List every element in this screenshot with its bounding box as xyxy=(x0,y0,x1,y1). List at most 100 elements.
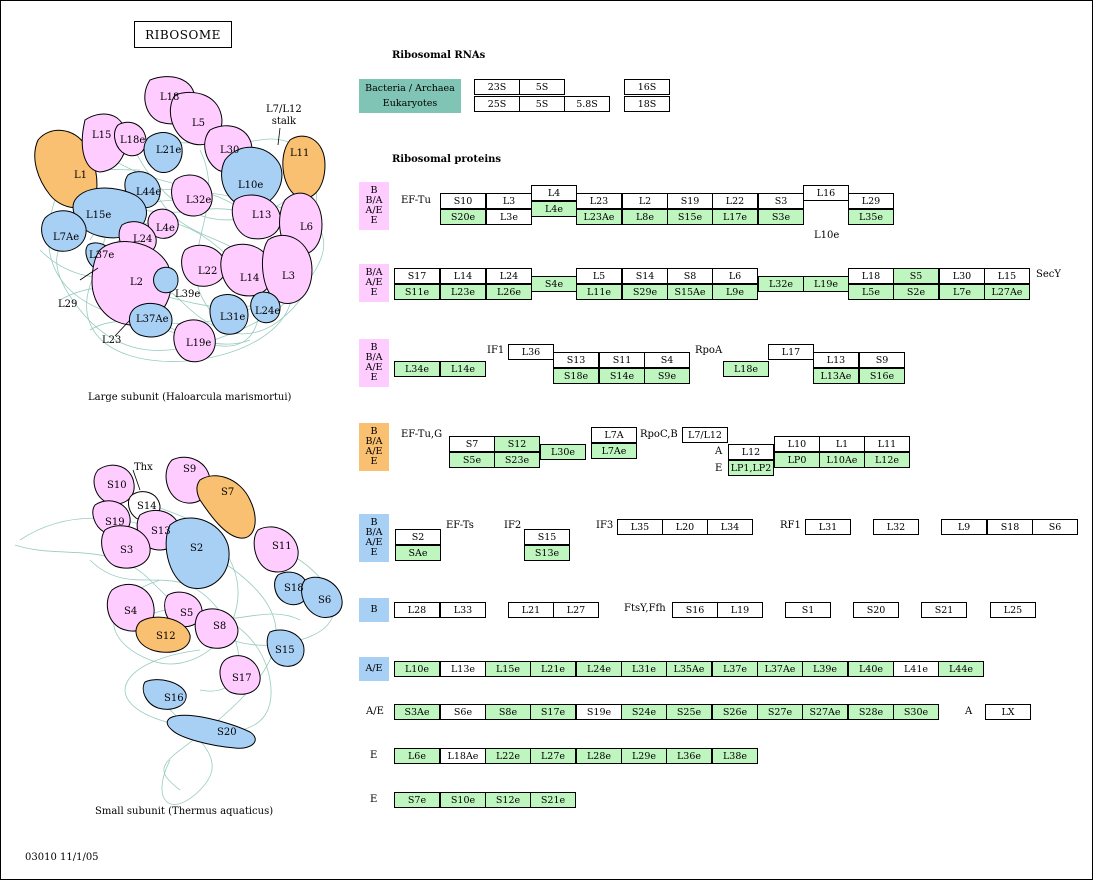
protein-r1-l2[interactable]: L2 xyxy=(622,193,668,209)
protein-r1-l29[interactable]: L29 xyxy=(848,193,894,209)
protein-r4-l7ae[interactable]: L7Ae xyxy=(591,443,637,459)
protein-r1-l23[interactable]: L23 xyxy=(576,193,622,209)
blob-label-s11[interactable]: S11 xyxy=(272,541,292,552)
protein-r1-l8e[interactable]: L8e xyxy=(622,209,668,225)
protein-r3-s9[interactable]: S9 xyxy=(859,352,905,368)
protein-r3-s18e[interactable]: S18e xyxy=(553,368,599,384)
protein-r1-s3[interactable]: S3 xyxy=(758,193,804,209)
protein-r6-s20[interactable]: S20 xyxy=(853,602,899,618)
protein-r8-s8e[interactable]: S8e xyxy=(485,704,531,720)
protein-r2-l5e[interactable]: L5e xyxy=(848,284,894,300)
protein-r2-l18[interactable]: L18 xyxy=(848,268,894,284)
protein-r1-l16[interactable]: L16 xyxy=(803,185,849,201)
protein-r2-l27ae[interactable]: L27Ae xyxy=(984,284,1030,300)
protein-r8-s3ae[interactable]: S3Ae xyxy=(394,704,440,720)
protein-r8-s30e[interactable]: S30e xyxy=(893,704,939,720)
protein-r8-s27e[interactable]: S27e xyxy=(757,704,803,720)
protein-r1-s20e[interactable]: S20e xyxy=(440,209,486,225)
rna-25S[interactable]: 25S xyxy=(474,96,520,112)
protein-r2-l30[interactable]: L30 xyxy=(939,268,985,284)
protein-r3-l13ae[interactable]: L13Ae xyxy=(813,368,859,384)
blob-label-s17[interactable]: S17 xyxy=(232,673,252,684)
protein-r5-s15[interactable]: S15 xyxy=(524,529,570,545)
protein-r2-l23e[interactable]: L23e xyxy=(440,284,486,300)
blob-label-s8[interactable]: S8 xyxy=(213,621,227,632)
protein-r3-l18e[interactable]: L18e xyxy=(723,361,769,377)
protein-r4-s12[interactable]: S12 xyxy=(494,436,540,452)
protein-r4-l10[interactable]: L10 xyxy=(774,436,820,452)
blob-label-s15[interactable]: S15 xyxy=(275,645,295,656)
protein-r4-l12e[interactable]: L12e xyxy=(864,452,910,468)
protein-r2-s4e[interactable]: S4e xyxy=(531,276,577,292)
blob-label-s6[interactable]: S6 xyxy=(318,595,332,606)
protein-r5-s2[interactable]: S2 xyxy=(395,529,441,545)
protein-r7-l37ae[interactable]: L37Ae xyxy=(757,661,803,677)
protein-r2-s8[interactable]: S8 xyxy=(667,268,713,284)
protein-r10-s21e[interactable]: S21e xyxy=(530,792,576,808)
blob-label-l18[interactable]: L18 xyxy=(160,92,180,103)
protein-r1-s3e[interactable]: S3e xyxy=(758,209,804,225)
rna-23S[interactable]: 23S xyxy=(474,79,520,95)
blob-label-s4[interactable]: S4 xyxy=(124,606,138,617)
protein-r2-l19e[interactable]: L19e xyxy=(803,276,849,292)
blob-label-l13[interactable]: L13 xyxy=(252,210,272,221)
protein-r8-s27ae[interactable]: S27Ae xyxy=(802,704,848,720)
protein-r10-s10e[interactable]: S10e xyxy=(440,792,486,808)
blob-label-s3[interactable]: S3 xyxy=(120,545,134,556)
protein-r7-l39e[interactable]: L39e xyxy=(802,661,848,677)
protein-r9-l36e[interactable]: L36e xyxy=(666,748,712,764)
protein-r10-s12e[interactable]: S12e xyxy=(485,792,531,808)
protein-r6-l27[interactable]: L27 xyxy=(553,602,599,618)
protein-r7-l44e[interactable]: L44e xyxy=(938,661,984,677)
protein-r1-l4[interactable]: L4 xyxy=(531,185,577,201)
protein-r3-s13[interactable]: S13 xyxy=(553,352,599,368)
protein-r6-s16[interactable]: S16 xyxy=(672,602,718,618)
protein-r1-s15e[interactable]: S15e xyxy=(667,209,713,225)
protein-r7-l35ae[interactable]: L35Ae xyxy=(666,661,712,677)
protein-r1-l22[interactable]: L22 xyxy=(712,193,758,209)
protein-r5-l20[interactable]: L20 xyxy=(662,519,708,535)
protein-r7-l31e[interactable]: L31e xyxy=(621,661,667,677)
protein-r2-l7e[interactable]: L7e xyxy=(939,284,985,300)
protein-r8-lx[interactable]: LX xyxy=(985,704,1031,720)
protein-r6-s1[interactable]: S1 xyxy=(785,602,831,618)
protein-r7-l13e[interactable]: L13e xyxy=(440,661,486,677)
blob-label-l44e[interactable]: L44e xyxy=(136,187,162,198)
protein-r6-l25[interactable]: L25 xyxy=(990,602,1036,618)
blob-label-s10[interactable]: S10 xyxy=(107,480,127,491)
protein-r9-l18ae[interactable]: L18Ae xyxy=(440,748,486,764)
blob-label-l24[interactable]: L24 xyxy=(133,234,153,245)
protein-r2-s14[interactable]: S14 xyxy=(622,268,668,284)
blob-label-l2[interactable]: L2 xyxy=(130,277,144,288)
protein-r4-l1[interactable]: L1 xyxy=(819,436,865,452)
blob-label-l37ae[interactable]: L37Ae xyxy=(136,314,169,325)
protein-r4-l30e[interactable]: L30e xyxy=(540,444,586,460)
protein-r5-s13e[interactable]: S13e xyxy=(524,545,570,561)
blob-label-l39e[interactable]: L39e xyxy=(175,289,201,300)
protein-r2-s5[interactable]: S5 xyxy=(893,268,939,284)
blob-label-l15[interactable]: L15 xyxy=(92,130,112,141)
protein-r1-l23ae[interactable]: L23Ae xyxy=(576,209,622,225)
protein-r6-l19[interactable]: L19 xyxy=(717,602,763,618)
protein-r3-l14e[interactable]: L14e xyxy=(440,361,486,377)
protein-r7-l10e[interactable]: L10e xyxy=(394,661,440,677)
protein-r6-l21[interactable]: L21 xyxy=(508,602,554,618)
protein-r8-s24e[interactable]: S24e xyxy=(621,704,667,720)
blob-label-l5[interactable]: L5 xyxy=(192,118,206,129)
rna-5S-euk[interactable]: 5S xyxy=(519,96,565,112)
protein-r2-s11e[interactable]: S11e xyxy=(394,284,440,300)
rna-18S[interactable]: 18S xyxy=(624,96,670,112)
blob-label-thx[interactable]: Thx xyxy=(134,462,153,473)
blob-label-l31e[interactable]: L31e xyxy=(220,312,246,323)
protein-r2-l26e[interactable]: L26e xyxy=(486,284,532,300)
blob-label-s2[interactable]: S2 xyxy=(190,543,204,554)
blob-label-s13[interactable]: S13 xyxy=(151,526,171,537)
protein-r4-s23e[interactable]: S23e xyxy=(494,452,540,468)
blob-label-l7ae[interactable]: L7Ae xyxy=(53,232,80,243)
protein-r7-l41e[interactable]: L41e xyxy=(893,661,939,677)
blob-label-s18[interactable]: S18 xyxy=(284,583,304,594)
protein-r1-s19[interactable]: S19 xyxy=(667,193,713,209)
protein-r4-l7-l12[interactable]: L7/L12 xyxy=(682,427,728,443)
protein-r2-l14[interactable]: L14 xyxy=(440,268,486,284)
protein-r9-l22e[interactable]: L22e xyxy=(485,748,531,764)
